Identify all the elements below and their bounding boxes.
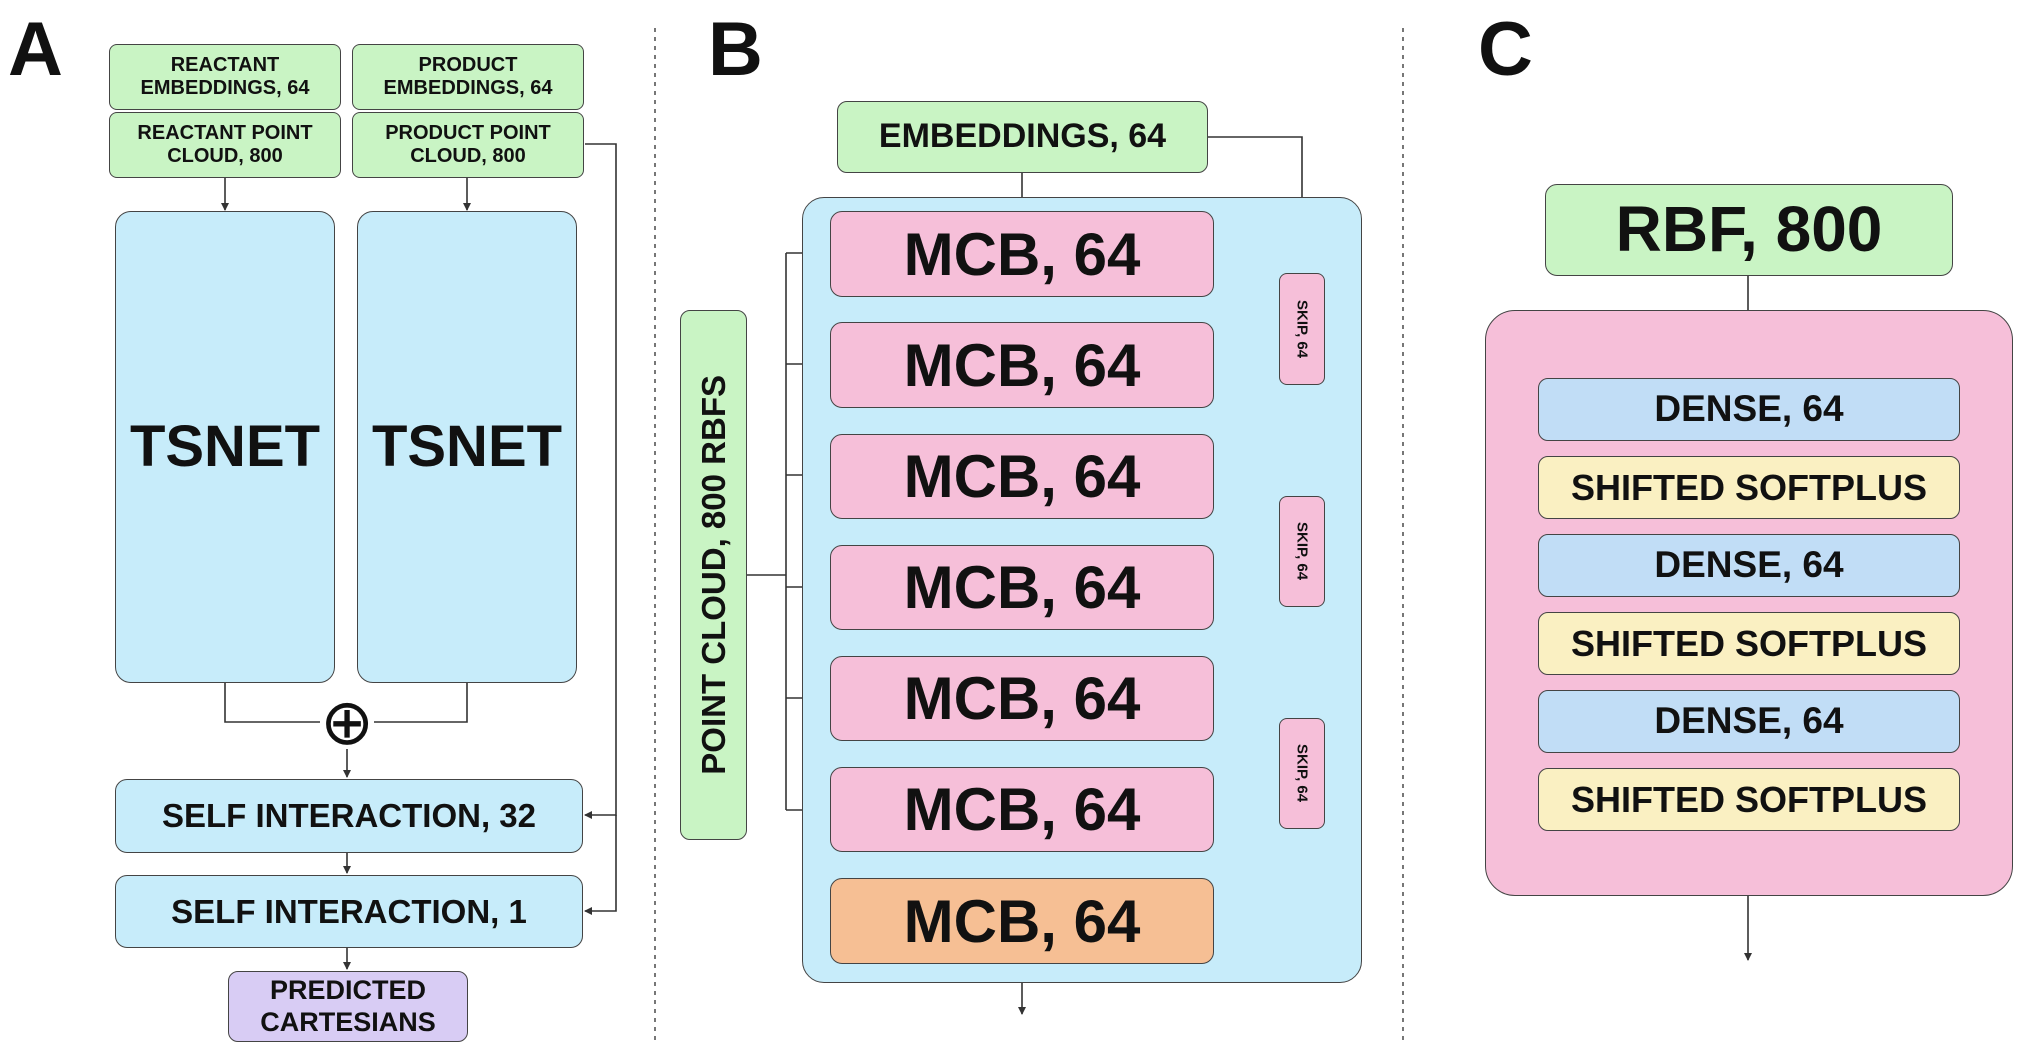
shifted-softplus-3: SHIFTED SOFTPLUS	[1538, 768, 1960, 831]
point-cloud-rbfs-box: POINT CLOUD, 800 RBFS	[680, 310, 747, 840]
self-interaction-1-box: SELF INTERACTION, 1	[115, 875, 583, 948]
mcb-block-2: MCB, 64	[830, 322, 1214, 408]
point-cloud-rbfs-label: POINT CLOUD, 800 RBFS	[694, 375, 732, 775]
panel-label-c: C	[1478, 7, 1533, 92]
dense-layer-3: DENSE, 64	[1538, 690, 1960, 753]
panel-label-a: A	[8, 7, 63, 92]
dense-layer-2: DENSE, 64	[1538, 534, 1960, 597]
mcb-block-6: MCB, 64	[830, 767, 1214, 852]
mcb-block-final: MCB, 64	[830, 878, 1214, 964]
dense-layer-1: DENSE, 64	[1538, 378, 1960, 441]
panel-label-b: B	[708, 7, 763, 92]
skip-connection-2: SKIP, 64	[1279, 496, 1325, 607]
embeddings-box: EMBEDDINGS, 64	[837, 101, 1208, 173]
skip-connection-1-label: SKIP, 64	[1293, 299, 1311, 359]
mcb-block-1: MCB, 64	[830, 211, 1214, 297]
reactant-embeddings-box: REACTANT EMBEDDINGS, 64	[109, 44, 341, 110]
mcb-block-4: MCB, 64	[830, 545, 1214, 630]
tsnet-left-block: TSNET	[115, 211, 335, 683]
skip-connection-1: SKIP, 64	[1279, 273, 1325, 385]
product-embeddings-box: PRODUCT EMBEDDINGS, 64	[352, 44, 584, 110]
reactant-point-cloud-box: REACTANT POINT CLOUD, 800	[109, 112, 341, 178]
predicted-cartesians-box: PREDICTED CARTESIANS	[228, 971, 468, 1042]
skip-connection-2-label: SKIP, 64	[1293, 522, 1311, 581]
skip-connection-3-label: SKIP, 64	[1293, 744, 1311, 803]
shifted-softplus-2: SHIFTED SOFTPLUS	[1538, 612, 1960, 675]
mcb-block-3: MCB, 64	[830, 434, 1214, 519]
shifted-softplus-1: SHIFTED SOFTPLUS	[1538, 456, 1960, 519]
skip-connection-3: SKIP, 64	[1279, 718, 1325, 829]
mcb-block-5: MCB, 64	[830, 656, 1214, 741]
self-interaction-32-box: SELF INTERACTION, 32	[115, 779, 583, 853]
combine-symbol: ⊕	[320, 686, 374, 760]
product-point-cloud-box: PRODUCT POINT CLOUD, 800	[352, 112, 584, 178]
rbf-box: RBF, 800	[1545, 184, 1953, 276]
tsnet-right-block: TSNET	[357, 211, 577, 683]
